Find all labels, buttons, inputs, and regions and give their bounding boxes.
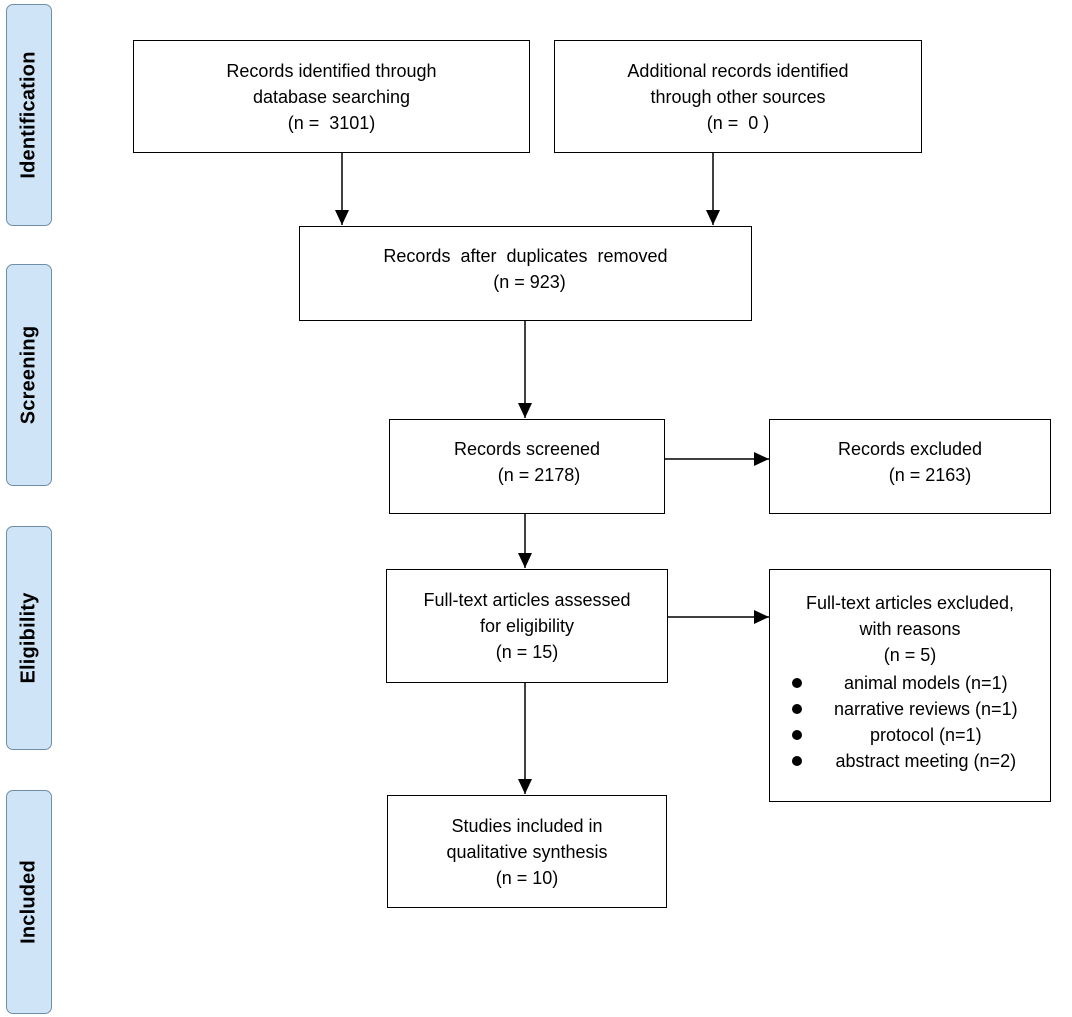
- exclusion-reason-item: animal models (n=1): [770, 670, 1018, 696]
- stage-screening: Screening: [6, 264, 52, 486]
- records-excluded-count: (n = 2163): [888, 465, 972, 485]
- fulltext-excluded-line1: Full-text articles excluded,: [805, 593, 1015, 613]
- duplicates-removed-line1: Records after duplicates removed: [383, 246, 668, 266]
- stage-eligibility: Eligibility: [6, 526, 52, 750]
- database-search-line1: Records identified through: [226, 60, 437, 81]
- other-sources-count: (n = 0 ): [706, 112, 770, 133]
- database-search-count: (n = 3101): [287, 112, 376, 133]
- box-records-screened: Records screened (n = 2178): [389, 419, 665, 514]
- exclusion-reasons-list: animal models (n=1) narrative reviews (n…: [770, 670, 1018, 774]
- studies-included-line2: qualitative synthesis: [446, 841, 608, 862]
- records-excluded-label: Records excluded: [837, 439, 983, 459]
- box-database-search: Records identified through database sear…: [133, 40, 530, 153]
- stage-included: Included: [6, 790, 52, 1014]
- fulltext-assessed-line2: for eligibility: [479, 616, 575, 636]
- exclusion-reason-item: narrative reviews (n=1): [770, 696, 1018, 722]
- box-fulltext-assessed: Full-text articles assessed for eligibil…: [386, 569, 668, 683]
- stage-identification: Identification: [6, 4, 52, 226]
- records-screened-label: Records screened: [453, 439, 601, 459]
- other-sources-line1: Additional records identified: [627, 60, 849, 81]
- box-studies-included: Studies included in qualitative synthesi…: [387, 795, 667, 908]
- fulltext-assessed-line1: Full-text articles assessed: [423, 590, 631, 610]
- studies-included-count: (n = 10): [495, 867, 559, 888]
- fulltext-excluded-count: (n = 5): [883, 645, 937, 665]
- box-other-sources: Additional records identified through ot…: [554, 40, 922, 153]
- fulltext-excluded-line2: with reasons: [859, 619, 961, 639]
- box-records-excluded: Records excluded (n = 2163): [769, 419, 1051, 514]
- records-screened-count: (n = 2178): [497, 465, 581, 485]
- exclusion-reason-item: protocol (n=1): [770, 722, 1018, 748]
- exclusion-reason-item: abstract meeting (n=2): [770, 748, 1018, 774]
- other-sources-line2: through other sources: [650, 86, 826, 107]
- studies-included-line1: Studies included in: [451, 815, 603, 836]
- box-duplicates-removed: Records after duplicates removed (n = 92…: [299, 226, 752, 321]
- duplicates-removed-count: (n = 923): [493, 272, 566, 292]
- fulltext-assessed-count: (n = 15): [495, 642, 559, 662]
- box-fulltext-excluded: Full-text articles excluded, with reason…: [769, 569, 1051, 802]
- database-search-line2: database searching: [252, 86, 411, 107]
